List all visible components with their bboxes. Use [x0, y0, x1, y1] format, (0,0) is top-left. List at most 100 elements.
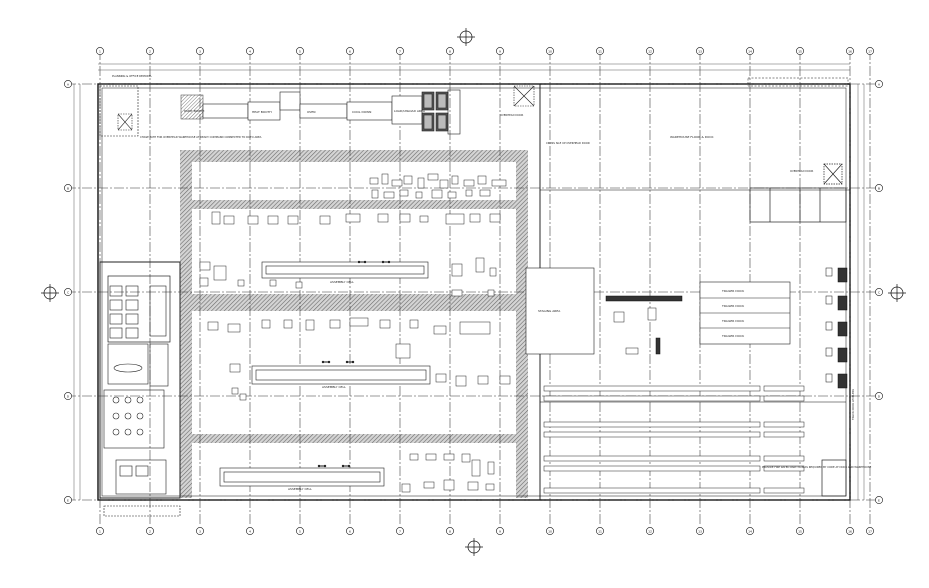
svg-text:C: C: [67, 290, 69, 294]
grid-bubble-col-12-top: 12: [646, 47, 654, 55]
label-note-left: CHASE PATH FOR OVERHEAD WAREHOUSE AT REA…: [140, 135, 262, 139]
grid-bubble-col-10-top: 10: [546, 47, 554, 55]
svg-text:13: 13: [698, 529, 702, 533]
grid-bubble-row-E-left: E: [64, 496, 72, 504]
grid-bubble-col-2-bottom: 2: [146, 527, 154, 535]
svg-text:A: A: [878, 82, 881, 86]
svg-text:16: 16: [848, 49, 852, 53]
svg-text:7: 7: [399, 529, 401, 533]
grid-bubble-row-D-right: D: [875, 392, 883, 400]
restroom-block: [749, 163, 847, 497]
svg-text:5: 5: [299, 49, 301, 53]
svg-text:17: 17: [868, 529, 872, 533]
label-oven: OVEN: [307, 110, 316, 114]
grid-bubble-col-4-bottom: 4: [246, 527, 254, 535]
grid-bubble-col-17-bottom: 17: [866, 527, 874, 535]
grid-bubble-row-B-right: B: [875, 184, 883, 192]
svg-text:1: 1: [99, 529, 101, 533]
grid-bubble-row-A-right: A: [875, 80, 883, 88]
grid-bubble-col-17-top: 17: [866, 47, 874, 55]
svg-text:4: 4: [249, 49, 251, 53]
svg-text:15: 15: [798, 49, 802, 53]
grid-bubble-col-5-top: 5: [296, 47, 304, 55]
label-bottom-note: PROVIDE FIRE RATED PARTITION AS REQUIRED…: [762, 465, 872, 469]
svg-text:10: 10: [548, 49, 552, 53]
grid-bubble-col-14-top: 14: [746, 47, 754, 55]
grid-bubble-col-11-bottom: 11: [596, 527, 604, 535]
grid-bubble-col-1-top: 1: [96, 47, 104, 55]
grid-bubble-col-8-bottom: 8: [446, 527, 454, 535]
svg-text:B: B: [878, 186, 880, 190]
label-trailer-4: TRAILER DOCK: [721, 334, 745, 338]
grid-bubble-col-13-top: 13: [696, 47, 704, 55]
north-arrow-left: [41, 284, 59, 302]
label-load-unload: LOAD/UNLOAD AREA: [394, 109, 426, 113]
north-arrow-top: [457, 28, 475, 46]
benches: [219, 261, 595, 487]
svg-text:14: 14: [748, 529, 752, 533]
svg-text:9: 9: [499, 49, 501, 53]
grid-bubble-row-D-left: D: [64, 392, 72, 400]
svg-text:9: 9: [499, 529, 501, 533]
svg-text:17: 17: [868, 49, 872, 53]
grid-bubble-col-12-bottom: 12: [646, 527, 654, 535]
grid-bubble-col-7-top: 7: [396, 47, 404, 55]
machines: [199, 173, 657, 493]
grid-bubble-col-9-bottom: 9: [496, 527, 504, 535]
grid-bubble-col-2-top: 2: [146, 47, 154, 55]
svg-text:E: E: [878, 498, 880, 502]
svg-text:11: 11: [598, 49, 602, 53]
grid-bubble-col-15-bottom: 15: [796, 527, 804, 535]
grid-bubble-col-16-top: 16: [846, 47, 854, 55]
plan-labels: PLANNING & OFFICE REMODEL CHASE PATH FOR…: [112, 74, 872, 491]
svg-text:15: 15: [798, 529, 802, 533]
svg-text:A: A: [67, 82, 70, 86]
grid-bubble-row-A-left: A: [64, 80, 72, 88]
svg-text:6: 6: [349, 529, 351, 533]
label-cool-down: COOL DOWN: [352, 110, 371, 114]
grid-bubble-col-1-bottom: 1: [96, 527, 104, 535]
svg-text:6: 6: [349, 49, 351, 53]
grid-bubble-col-6-top: 6: [346, 47, 354, 55]
label-note-mid: CROSS ISLE UP OVERHEAD DOOR: [546, 141, 590, 145]
grid-bubble-col-3-top: 3: [196, 47, 204, 55]
grid-bubble-row-B-left: B: [64, 184, 72, 192]
office-block: [99, 85, 181, 517]
label-door-note-2: OVERHEAD DOOR: [790, 169, 813, 173]
svg-text:B: B: [67, 186, 69, 190]
label-warehouse-title: WAREHOUSE FLOOR & DOCK: [670, 135, 715, 139]
grid-bubble-col-10-bottom: 10: [546, 527, 554, 535]
svg-text:5: 5: [299, 529, 301, 533]
storage-racks: [543, 385, 805, 494]
grid-bubble-col-9-top: 9: [496, 47, 504, 55]
svg-text:8: 8: [449, 529, 451, 533]
svg-text:2: 2: [149, 529, 151, 533]
grid-bubble-row-C-left: C: [64, 288, 72, 296]
grid-bubble-col-14-bottom: 14: [746, 527, 754, 535]
svg-text:11: 11: [598, 529, 602, 533]
grid-bubble-col-4-top: 4: [246, 47, 254, 55]
north-arrow-right: [888, 284, 906, 302]
label-trailer-3: TRAILER DOCK: [721, 319, 745, 323]
svg-text:16: 16: [848, 529, 852, 533]
grid-bubble-col-6-bottom: 6: [346, 527, 354, 535]
process-line: [202, 85, 535, 135]
label-assembly-cell-2: ASSEMBLY CELL: [322, 385, 346, 389]
svg-text:12: 12: [648, 49, 652, 53]
svg-text:10: 10: [548, 529, 552, 533]
grid-bubble-col-11-top: 11: [596, 47, 604, 55]
grid-bubble-row-E-right: E: [875, 496, 883, 504]
svg-text:D: D: [67, 394, 70, 398]
north-arrow-bottom: [465, 538, 483, 556]
grid-bubble-col-13-bottom: 13: [696, 527, 704, 535]
label-door-note-1: OVERHEAD DOOR: [500, 113, 523, 117]
label-assembly-cell-1: ASSEMBLY CELL: [330, 280, 354, 284]
label-trailer-1: TRAILER DOCK: [721, 289, 745, 293]
label-right-note: TRUCK DOCK LEVELERS: [851, 389, 855, 420]
grid-bubbles: 1122334455667788991010111112121313141415…: [64, 47, 883, 535]
grid-bubble-col-8-top: 8: [446, 47, 454, 55]
hatched-zones: [180, 94, 528, 498]
svg-text:C: C: [878, 290, 880, 294]
grid-bubble-col-7-bottom: 7: [396, 527, 404, 535]
